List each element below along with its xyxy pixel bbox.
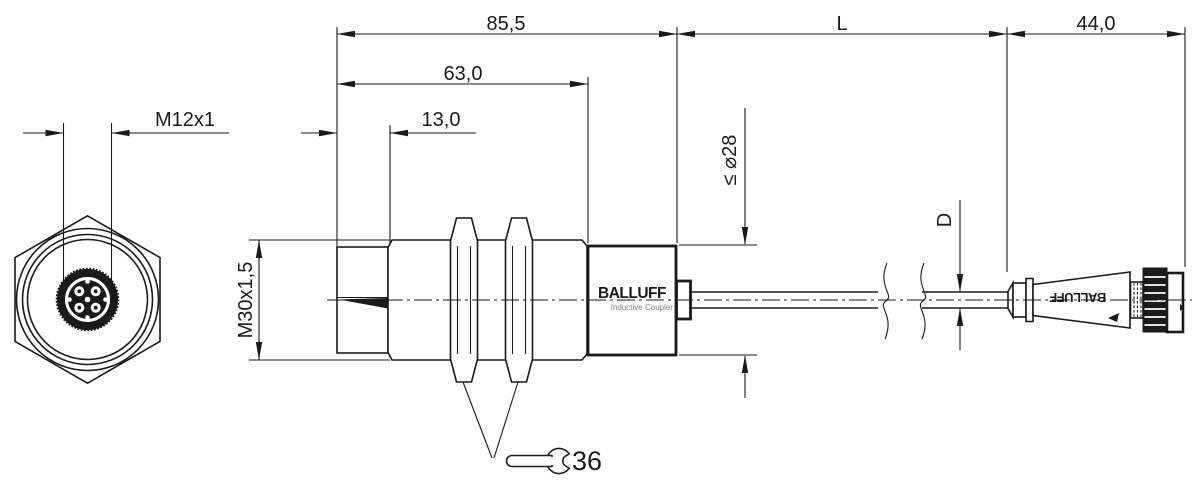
end-view bbox=[14, 214, 161, 385]
housing-brand-subtitle: Inductive Coupler bbox=[611, 303, 674, 312]
wrench-icon-handle bbox=[505, 454, 553, 468]
thread-minor-circle bbox=[26, 238, 149, 361]
dimension-m12 bbox=[23, 123, 229, 281]
dimension-13 bbox=[301, 125, 476, 244]
wrench-icon-seam-patch bbox=[548, 457, 554, 465]
pin-4-hole bbox=[93, 305, 98, 310]
face-notch-right bbox=[103, 297, 108, 302]
knurl-ring bbox=[57, 269, 118, 330]
face-notch-top bbox=[85, 279, 90, 284]
face-notch-left bbox=[67, 297, 72, 302]
cone-arrow-mark bbox=[1108, 313, 1119, 322]
pin-2-hole bbox=[93, 289, 98, 294]
wrench-size-label: 36 bbox=[572, 446, 602, 476]
dim-connector-length-label: 44,0 bbox=[1077, 13, 1116, 35]
face-notch-bottom bbox=[85, 315, 90, 320]
dimension-phi28 bbox=[679, 108, 757, 398]
thread-major-circle bbox=[21, 233, 154, 366]
pin-3-hole bbox=[77, 305, 82, 310]
break-line-1 bbox=[882, 262, 890, 340]
end-cap-notch bbox=[1180, 304, 1184, 311]
knurl-stripes bbox=[1144, 276, 1166, 326]
dimension-top-row bbox=[336, 27, 1186, 272]
break-line-2 bbox=[919, 262, 927, 340]
dimension-m30 bbox=[249, 239, 390, 361]
dim-cable-length-label: L bbox=[836, 13, 847, 35]
knurl-serration bbox=[55, 267, 120, 332]
connector-end-cap bbox=[1165, 271, 1185, 334]
housing-brand-logo: BALLUFF bbox=[598, 285, 666, 302]
dim-cable-diameter-label: D bbox=[934, 213, 956, 227]
pin-1-hole bbox=[77, 289, 82, 294]
dimension-cable-d bbox=[956, 200, 964, 350]
dim-body-thread-label: M30x1,5 bbox=[235, 262, 257, 339]
hex-inscribed-circle bbox=[15, 227, 160, 372]
dim-total-length-label: 85,5 bbox=[487, 13, 526, 35]
dim-front-section-label: 13,0 bbox=[422, 109, 461, 131]
connector-brand-logo: BALLUFF bbox=[1049, 290, 1106, 305]
dimension-63 bbox=[337, 77, 589, 243]
wrench-callout bbox=[462, 381, 571, 475]
dim-front-thread-label: M12x1 bbox=[155, 109, 215, 131]
dim-body-length-label: 63,0 bbox=[444, 63, 483, 85]
center-pin bbox=[84, 296, 91, 303]
front-cap-wedge bbox=[338, 298, 388, 309]
dim-max-diameter-label: ≤ ⌀28 bbox=[719, 135, 741, 186]
side-view bbox=[327, 217, 1192, 383]
